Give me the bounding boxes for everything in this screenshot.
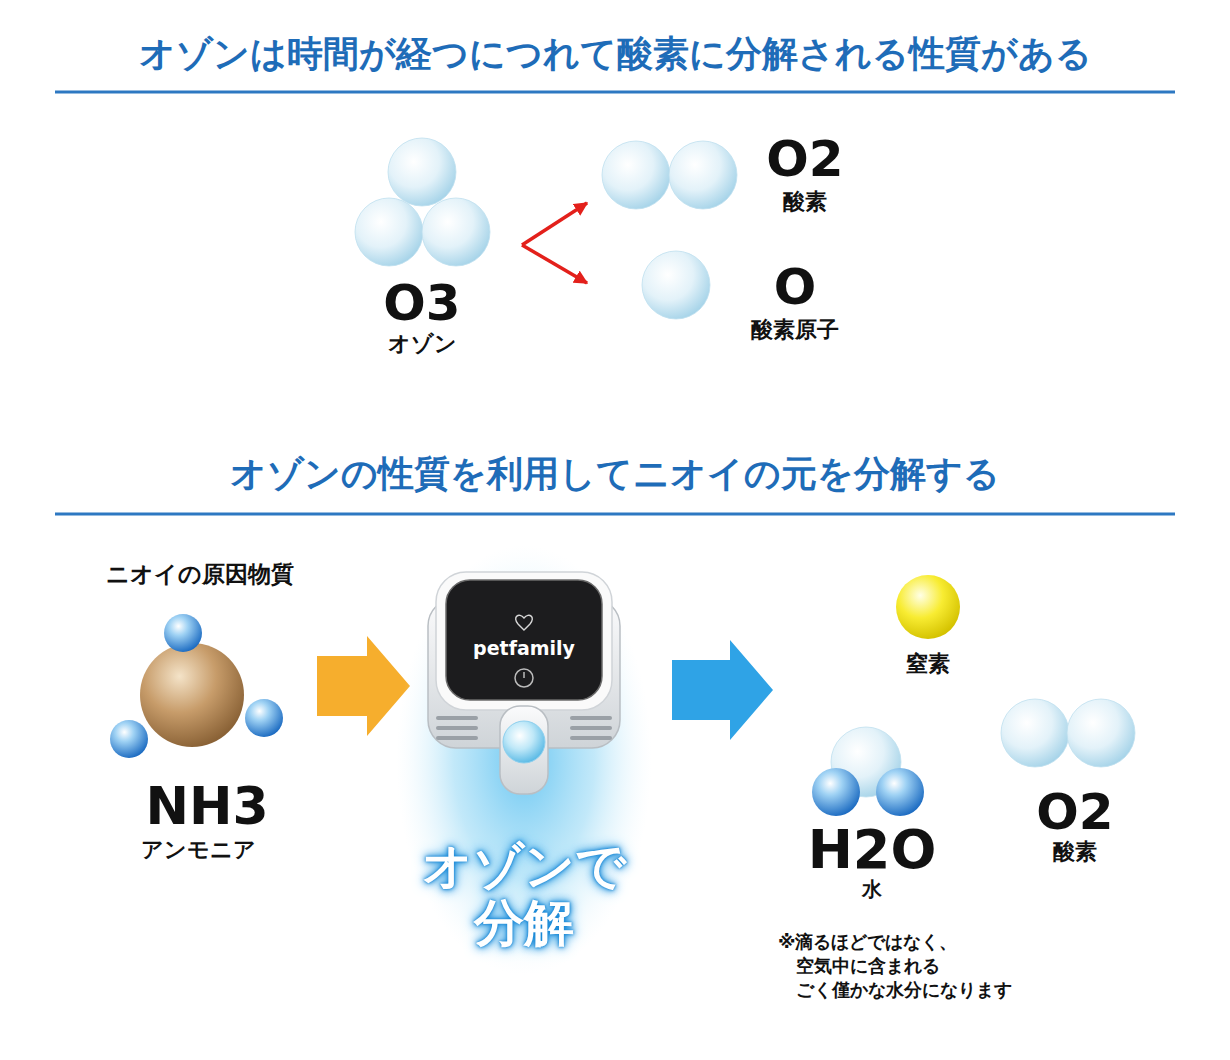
vent-slot xyxy=(436,726,478,730)
node-label: H2O xyxy=(808,820,937,879)
vent-slot xyxy=(570,736,612,740)
text-holder: 酸素原子 xyxy=(751,318,839,342)
device-top-panel xyxy=(446,580,602,700)
node-label: ニオイの原因物質 xyxy=(106,562,294,587)
atom-sphere xyxy=(388,138,456,206)
text-holder: petfamily xyxy=(473,638,575,659)
atom-sphere xyxy=(812,768,860,816)
atom-sphere xyxy=(642,251,710,319)
process-arrow xyxy=(317,636,410,736)
node-sublabel: 酸素原子 xyxy=(751,318,839,342)
text-holder: アンモニア xyxy=(141,838,256,862)
atom-sphere xyxy=(245,699,283,737)
vent-slot xyxy=(570,716,612,720)
footnote: ※滴るほどではなく、 空気中に含まれる ごく僅かな水分になります xyxy=(778,930,1066,1001)
title-holder: オゾンは時間が経つにつれて酸素に分解される性質がある xyxy=(0,32,1230,75)
atom-sphere xyxy=(896,575,960,639)
ozone-device: petfamily オゾンで 分解 xyxy=(410,560,640,960)
node-label: 窒素 xyxy=(906,652,950,676)
text-holder: ニオイの原因物質 xyxy=(106,562,294,587)
text-holder: O2 xyxy=(1036,785,1113,840)
atom-sphere xyxy=(602,141,670,209)
nitrogen-atom: 窒素 xyxy=(885,573,975,683)
text-holder: 酸素 xyxy=(783,190,827,214)
nozzle-cap xyxy=(503,721,545,763)
split-arrow xyxy=(522,245,587,283)
atom-sphere xyxy=(669,141,737,209)
text-holder: O3 xyxy=(383,276,460,331)
node-sublabel: 水 xyxy=(862,878,882,900)
atom-sphere xyxy=(831,727,901,797)
atom-sphere xyxy=(1067,699,1135,767)
device-housing xyxy=(428,598,620,748)
text-holder: オゾンで 分解 xyxy=(414,838,634,952)
node-sublabel: オゾン xyxy=(388,332,457,356)
node-label: O2 xyxy=(766,132,843,187)
heading-rule xyxy=(55,513,1175,516)
node-sublabel: アンモニア xyxy=(141,838,256,862)
oxygen-molecule: O2酸素 xyxy=(995,695,1150,868)
process-arrow xyxy=(672,640,773,740)
section-heading: オゾンは時間が経つにつれて酸素に分解される性質がある xyxy=(139,32,1092,75)
node-label: O3 xyxy=(383,276,460,331)
node-sublabel: 酸素 xyxy=(1053,840,1097,864)
node-label: O xyxy=(774,260,817,315)
label-holder: オゾンの性質を利用してニオイの元を分解する xyxy=(0,452,1230,495)
node-sublabel: オゾンで 分解 xyxy=(414,838,634,952)
node-sublabel: NH3 xyxy=(145,778,268,835)
logo-heart xyxy=(516,615,533,630)
atom-sphere xyxy=(110,720,148,758)
atom-sphere xyxy=(422,198,490,266)
section-heading: オゾンの性質を利用してニオイの元を分解する xyxy=(230,452,1000,495)
vent-slot xyxy=(436,736,478,740)
oxygen-atom: O 酸素原子 xyxy=(597,250,850,362)
node-label: petfamily xyxy=(473,638,575,659)
text-holder: 酸素 xyxy=(1053,840,1097,864)
device-nozzle xyxy=(500,706,548,794)
text-holder: 水 xyxy=(862,878,882,900)
split-arrow xyxy=(522,203,587,245)
water-molecule: H2O水 xyxy=(795,722,950,904)
text-holder: O xyxy=(774,260,817,315)
text-holder: オゾン xyxy=(388,332,457,356)
text-holder: NH3 xyxy=(145,778,268,835)
vent-slot xyxy=(436,716,478,720)
text-holder: 窒素 xyxy=(906,652,950,676)
device-rim xyxy=(436,572,612,710)
text-holder: O2 xyxy=(766,132,843,187)
node-label: O2 xyxy=(1036,785,1113,840)
power-symbol xyxy=(523,672,525,678)
heading-rule xyxy=(55,91,1175,94)
atom-sphere xyxy=(164,614,202,652)
text-holder: H2O xyxy=(808,820,937,879)
atom-sphere xyxy=(355,198,423,266)
atom-sphere xyxy=(140,643,244,747)
atom-sphere xyxy=(1001,699,1069,767)
node-sublabel: 酸素 xyxy=(783,190,827,214)
vent-slot xyxy=(570,726,612,730)
ammonia-molecule: ニオイの原因物質 NH3 アンモニア xyxy=(85,556,315,870)
atom-sphere xyxy=(876,768,924,816)
oxygen-molecule: O2 酸素 xyxy=(597,128,850,225)
ozone-molecule: O3オゾン xyxy=(350,140,522,362)
label-holder: ※滴るほどではなく、 空気中に含まれる ごく僅かな水分になります xyxy=(778,930,1066,1001)
power-button xyxy=(515,669,533,687)
ozone-glow xyxy=(396,545,652,975)
